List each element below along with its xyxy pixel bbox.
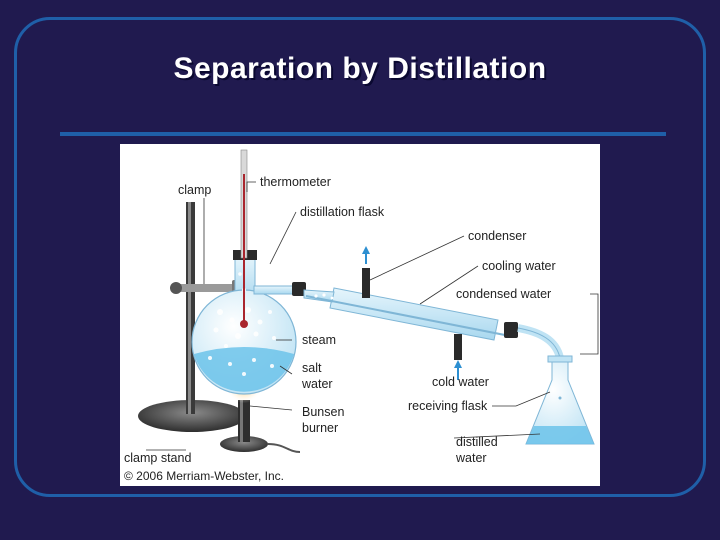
condenser-outlet-connector [504, 322, 518, 338]
salt-water-liquid [194, 347, 294, 392]
adapter-outline [517, 327, 561, 359]
label-receiving-flask: receiving flask [408, 399, 488, 413]
side-arm [253, 282, 306, 296]
burner-base [220, 436, 268, 452]
slide-title: Separation by Distillation [173, 52, 547, 85]
leader-lines [146, 181, 599, 451]
label-cold-water: cold water [432, 375, 489, 389]
label-distilled-water-line2: water [455, 451, 487, 465]
label-condenser: condenser [468, 229, 526, 243]
label-salt-water-line1: salt [302, 361, 322, 375]
thermometer-mercury [243, 174, 245, 324]
label-thermometer: thermometer [260, 175, 331, 189]
slide-frame [14, 17, 706, 497]
label-clamp: clamp [178, 183, 211, 197]
distillation-flask [191, 250, 297, 395]
burner-tube-highlight [240, 400, 243, 442]
label-bunsen-burner-line1: Bunsen [302, 405, 344, 419]
gas-hose [267, 443, 301, 453]
label-condensed-water: condensed water [456, 287, 551, 301]
clamp-screw [170, 282, 182, 294]
side-arm-connector [292, 282, 306, 296]
label-bunsen-burner-line2: burner [302, 421, 338, 435]
thermometer-bulb [240, 320, 248, 328]
label-distillation-flask: distillation flask [300, 205, 385, 219]
label-steam: steam [302, 333, 336, 347]
copyright-notice: © 2006 Merriam-Webster, Inc. [124, 469, 284, 483]
clamp-arm [172, 284, 236, 292]
receiving-flask [525, 355, 595, 445]
outflow-arrow-head [362, 246, 370, 254]
receiving-flask-rim [547, 355, 573, 363]
clamp-stand [138, 202, 246, 432]
water-outlet [362, 268, 370, 298]
label-salt-water-line2: water [301, 377, 333, 391]
label-distilled-water-line1: distilled [456, 435, 498, 449]
thermometer [240, 149, 248, 328]
drip [558, 396, 562, 400]
label-cooling-water: cooling water [482, 259, 556, 273]
side-arm-tube [253, 285, 299, 295]
steam-bubbles [208, 272, 276, 376]
stand-rod-highlight [188, 202, 191, 414]
title-divider [60, 132, 666, 136]
diagram-labels: clamp thermometer distillation flask con… [124, 175, 556, 483]
condenser-inner-tube [305, 295, 511, 337]
inflow-arrow-head [454, 360, 462, 368]
vapor-dots [314, 293, 334, 300]
distillation-diagram: clamp thermometer distillation flask con… [120, 144, 600, 486]
adapter-tube [517, 324, 564, 360]
diagram-canvas: clamp thermometer distillation flask con… [124, 149, 599, 483]
label-clamp-stand: clamp stand [124, 451, 191, 465]
distilled-water-liquid [526, 426, 594, 444]
water-inlet [454, 334, 462, 360]
stand-base [138, 400, 246, 432]
condenser [303, 246, 518, 380]
